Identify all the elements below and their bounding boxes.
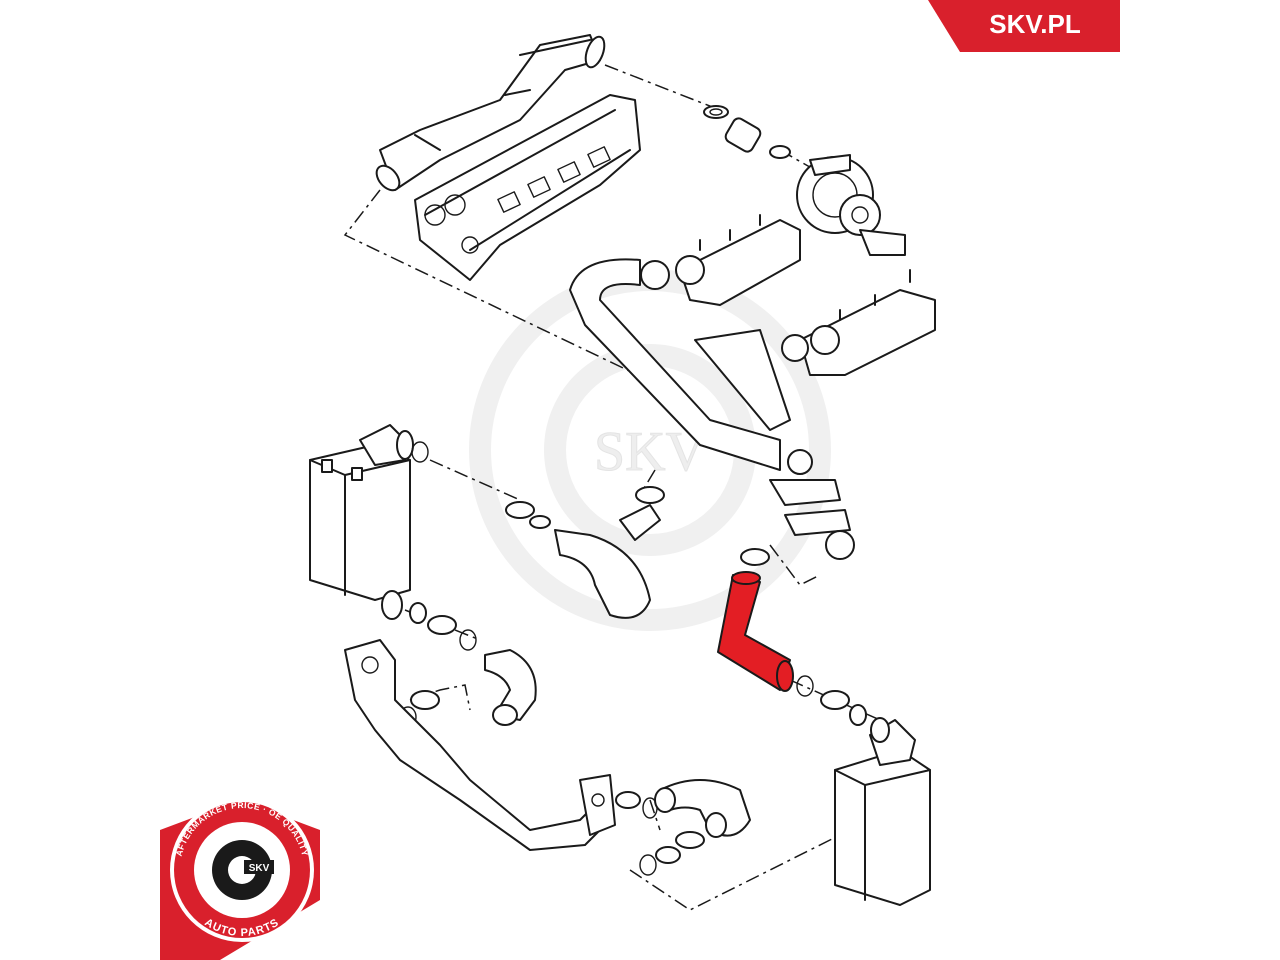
turbocharger [796, 154, 906, 256]
bottom-hoses [615, 779, 751, 876]
intercooler-left [309, 424, 414, 601]
upper-boost-pipe [375, 34, 606, 192]
middle-hoses [411, 441, 665, 619]
intake-manifold [414, 94, 641, 281]
intercooler-right [834, 717, 931, 906]
lower-left-hoses [381, 590, 537, 728]
right-clamps [796, 675, 867, 726]
turbo-coupler-set [703, 105, 791, 159]
highlighted-intercooler-hose [717, 548, 794, 692]
exhaust-manifold-upper [640, 214, 801, 306]
exhaust-manifold-lower [781, 269, 936, 376]
watermark-text: SKV [594, 421, 706, 483]
long-pipe [569, 258, 855, 560]
lower-crossover-pipe [344, 639, 616, 851]
